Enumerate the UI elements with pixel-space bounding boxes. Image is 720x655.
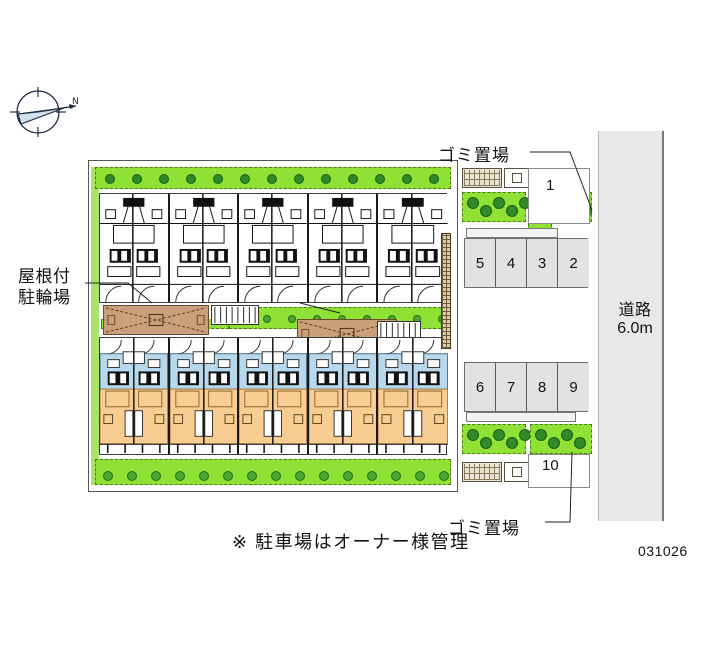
shrub: [295, 471, 305, 481]
tree: [535, 429, 547, 441]
shrub: [175, 471, 185, 481]
shrub: [199, 471, 209, 481]
tree: [402, 174, 412, 184]
tree: [375, 174, 385, 184]
dwelling-unit-north: [169, 194, 240, 303]
south-building: [99, 337, 449, 455]
parking-stall-8: 8: [527, 363, 558, 411]
garbage-store-south-box2: [512, 467, 522, 477]
dwelling-unit-south: [238, 338, 309, 454]
tree: [267, 174, 277, 184]
tree: [348, 174, 358, 184]
tree: [493, 429, 505, 441]
tree: [429, 174, 439, 184]
dwelling-unit-north: [378, 194, 448, 303]
bike-shelter-west: [103, 305, 209, 335]
tree: [213, 174, 223, 184]
tree: [186, 174, 196, 184]
tree: [506, 205, 518, 217]
tree: [480, 205, 492, 217]
stair-hatch-site: [441, 233, 451, 349]
tree: [467, 429, 479, 441]
parking-stall-2: 2: [558, 239, 589, 287]
shrub: [288, 315, 296, 323]
planter-south-west: [462, 424, 531, 454]
tree: [480, 437, 492, 449]
tree: [467, 197, 479, 209]
shrub: [247, 471, 257, 481]
shrub: [151, 471, 161, 481]
dwelling-unit-north: [239, 194, 309, 303]
north-arrow-icon: N: [8, 84, 86, 142]
parking-stall-9: 9: [558, 363, 589, 411]
shrub: [271, 471, 281, 481]
bike-shelter-label: 屋根付 駐輪場: [18, 266, 71, 309]
parking-stall-6: 6: [465, 363, 496, 411]
garbage-bin-grid: [464, 170, 500, 186]
parking-number-10: 10: [542, 457, 559, 474]
dwelling-unit-north: [308, 194, 379, 303]
greenbelt-south: [95, 459, 451, 485]
shrub: [127, 471, 137, 481]
bike-shelter-label-line2: 駐輪場: [18, 288, 71, 308]
tree: [506, 437, 518, 449]
site-boundary: [88, 160, 458, 492]
shrub: [367, 471, 377, 481]
shrub: [439, 471, 449, 481]
parking-stall-7: 7: [496, 363, 527, 411]
fence-west: [211, 305, 259, 325]
shrub: [415, 471, 425, 481]
tree: [574, 437, 586, 449]
dwelling-unit-south: [377, 338, 449, 454]
shrub: [103, 471, 113, 481]
dwelling-unit-south: [99, 338, 170, 454]
shrub: [391, 471, 401, 481]
shrub: [319, 471, 329, 481]
greenbelt-north: [95, 167, 451, 189]
garbage-bin-grid-south: [464, 464, 500, 480]
parking-stall-5: 5: [465, 239, 496, 287]
plan-code: 031026: [638, 543, 688, 559]
tree: [561, 429, 573, 441]
svg-text:N: N: [72, 97, 79, 107]
parking-lower-curb: [466, 412, 576, 422]
garbage-store-north: [462, 168, 502, 188]
dwelling-unit-south: [169, 338, 240, 454]
garbage-store-north-box2: [512, 173, 522, 183]
tree: [159, 174, 169, 184]
road-strip: [598, 131, 664, 521]
road-label-line2: 6.0m: [617, 320, 653, 338]
shrub: [223, 471, 233, 481]
tree: [132, 174, 142, 184]
tree: [321, 174, 331, 184]
owner-managed-note: ※ 駐車場はオーナー様管理: [232, 532, 470, 552]
parking-stall-10: [528, 454, 590, 488]
parking-number-1: 1: [546, 177, 555, 194]
tree: [240, 174, 250, 184]
north-building: [99, 193, 448, 303]
road-label-line1: 道路: [618, 302, 652, 319]
dwelling-unit-south: [308, 338, 379, 454]
road-label: 道路 6.0m: [604, 302, 666, 339]
garbage-label-south: ゴミ置場: [448, 519, 520, 538]
shrub: [343, 471, 353, 481]
bike-shelter-label-line1: 屋根付: [18, 267, 71, 286]
parking-stall-3: 3: [527, 239, 558, 287]
parking-upper-curb: [466, 228, 558, 238]
dwelling-unit-north: [100, 194, 170, 303]
tree: [294, 174, 304, 184]
tree: [548, 437, 560, 449]
planter-south-east: [530, 424, 592, 454]
garbage-label-north: ゴミ置場: [438, 146, 510, 165]
shrub: [263, 315, 271, 323]
tree: [105, 174, 115, 184]
garbage-store-south: [462, 462, 502, 482]
tree: [493, 197, 505, 209]
planter-north-west: [462, 192, 531, 222]
parking-stall-1: [528, 168, 590, 224]
greenbelt-west: [91, 167, 99, 485]
parking-stall-4: 4: [496, 239, 527, 287]
